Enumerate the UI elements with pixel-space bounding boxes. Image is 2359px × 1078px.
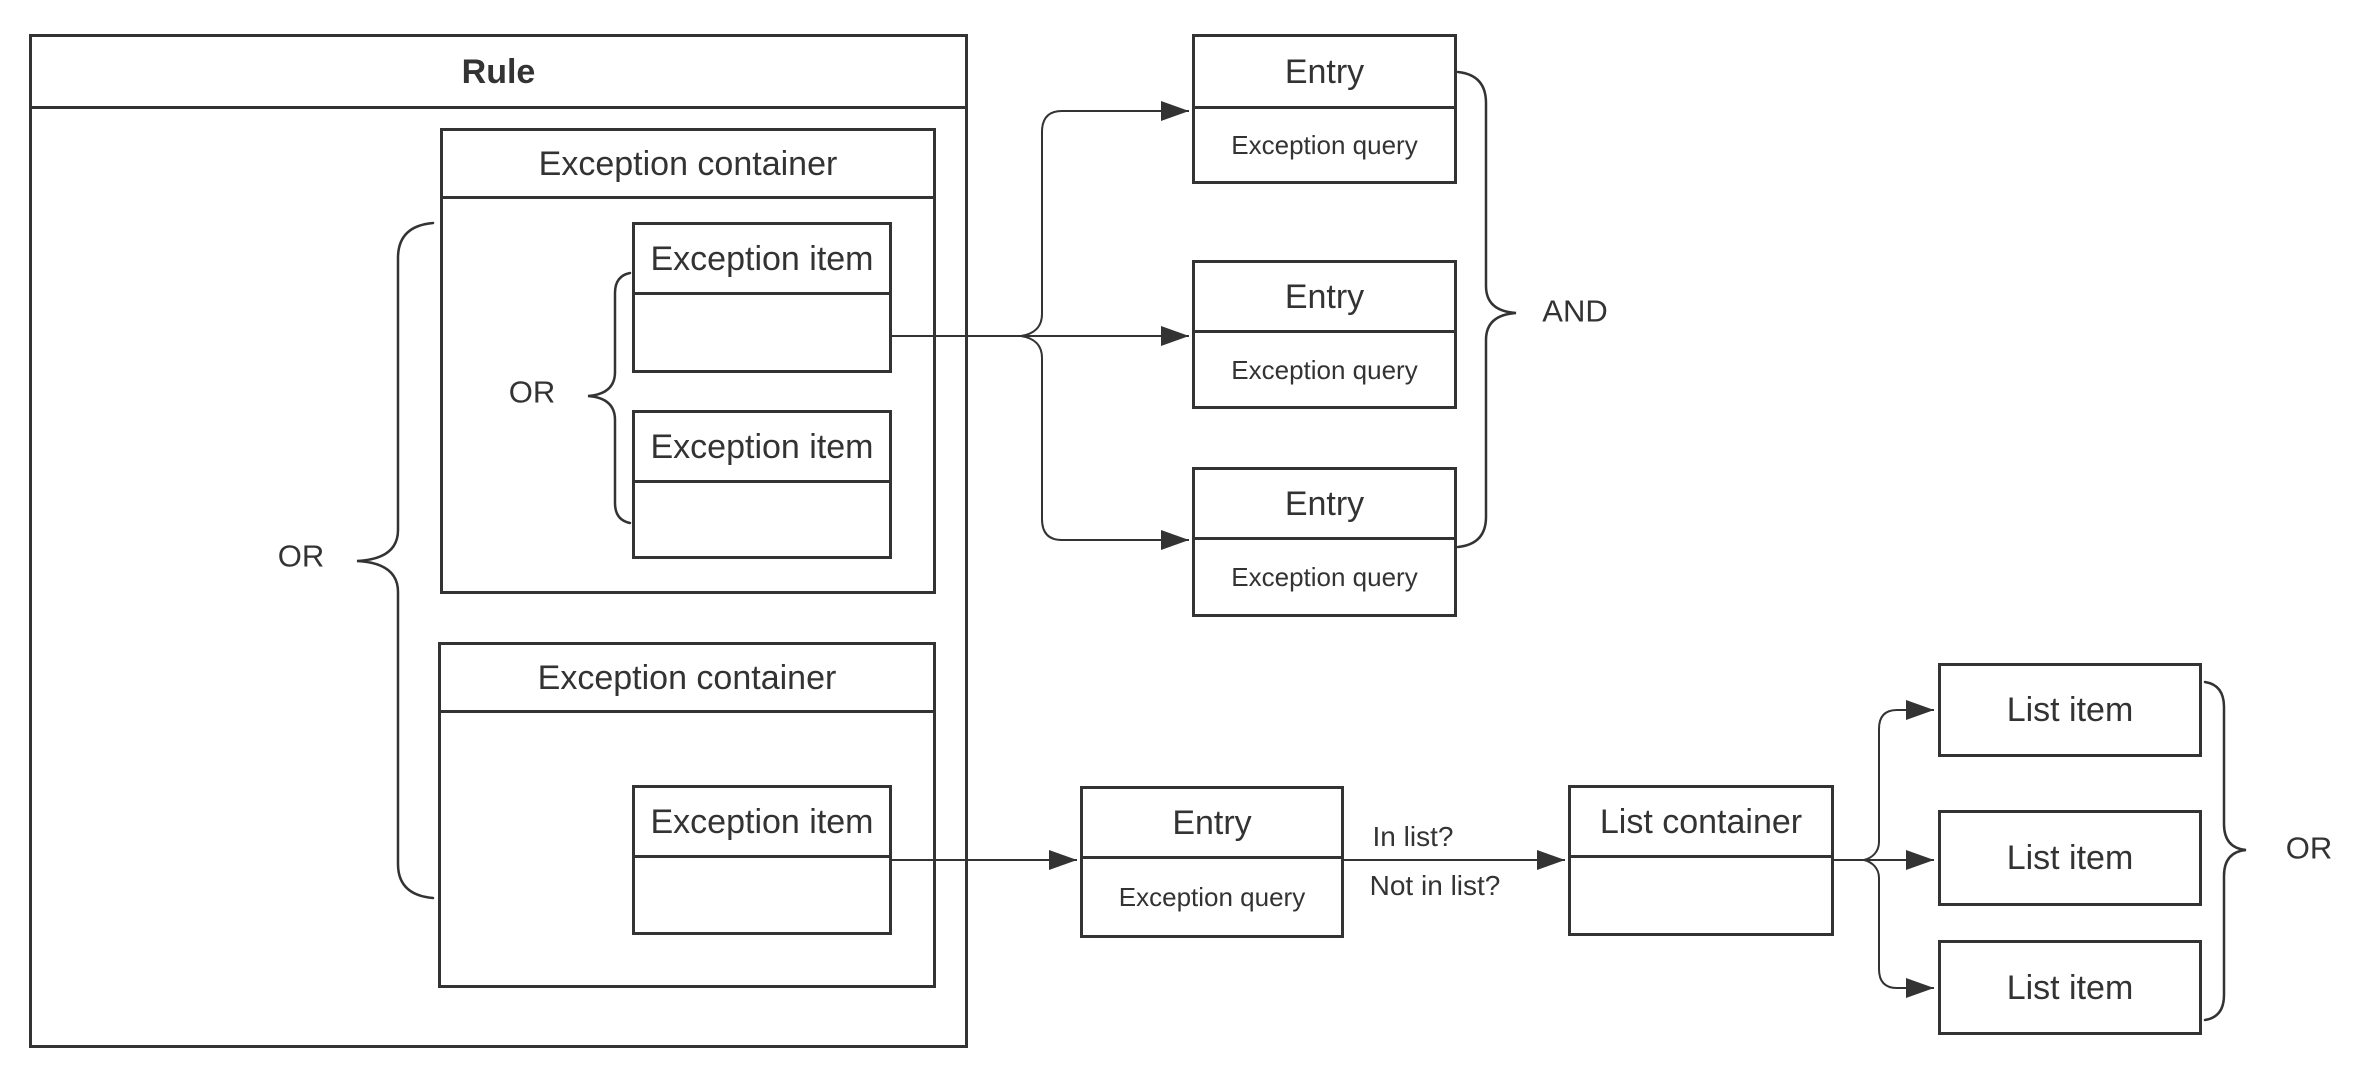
- fork-branch-entry1-arrow: [1020, 101, 1189, 337]
- list-container: List container: [1568, 785, 1834, 936]
- exception-item-2-title: Exception item: [635, 413, 889, 483]
- entry-2-query: Exception query: [1231, 354, 1418, 385]
- exception-container-1-title: Exception container: [443, 131, 933, 199]
- entry-3: Entry Exception query: [1192, 467, 1457, 617]
- entry-2-title: Entry: [1195, 263, 1454, 333]
- exception-item-1: Exception item: [632, 222, 892, 373]
- or-brace-list-items: [2203, 680, 2247, 1022]
- entry-4: Entry Exception query: [1080, 786, 1344, 938]
- or-label-left: OR: [277, 538, 325, 574]
- list-item-2: List item: [1938, 810, 2202, 906]
- entry-4-title: Entry: [1083, 789, 1341, 859]
- list-item-2-label: List item: [2006, 839, 2134, 877]
- list-container-title: List container: [1571, 788, 1831, 858]
- list-item-3: List item: [1938, 940, 2202, 1035]
- fork-branch-listitem1-arrow: [1863, 700, 1934, 861]
- and-label-entries: AND: [1542, 293, 1608, 329]
- and-brace-entries: [1456, 70, 1517, 549]
- entry-3-title: Entry: [1195, 470, 1454, 540]
- not-in-list-edge-label: Not in list?: [1369, 870, 1501, 901]
- exception-item-1-title: Exception item: [635, 225, 889, 295]
- entry-1-query: Exception query: [1231, 130, 1418, 160]
- entry-2: Entry Exception query: [1192, 260, 1457, 409]
- in-list-edge-label: In list?: [1372, 821, 1454, 852]
- exception-item-3-title: Exception item: [635, 788, 889, 858]
- exception-item-2: Exception item: [632, 410, 892, 559]
- list-item-1-label: List item: [2006, 691, 2134, 729]
- rule-title: Rule: [32, 37, 965, 109]
- exception-container-2-title: Exception container: [441, 645, 933, 713]
- exception-item-3: Exception item: [632, 785, 892, 935]
- fork-branch-listitem3-arrow: [1863, 859, 1934, 998]
- entry-3-query: Exception query: [1231, 562, 1418, 592]
- entry-4-query: Exception query: [1118, 882, 1306, 912]
- fork-branch-entry3-arrow: [1020, 335, 1189, 550]
- list-item-3-label: List item: [2006, 968, 2134, 1007]
- list-item-1: List item: [1938, 663, 2202, 757]
- entry-1-title: Entry: [1195, 37, 1454, 109]
- entry-1: Entry Exception query: [1192, 34, 1457, 184]
- or-label-list: OR: [2285, 830, 2333, 866]
- or-label-items: OR: [508, 374, 556, 410]
